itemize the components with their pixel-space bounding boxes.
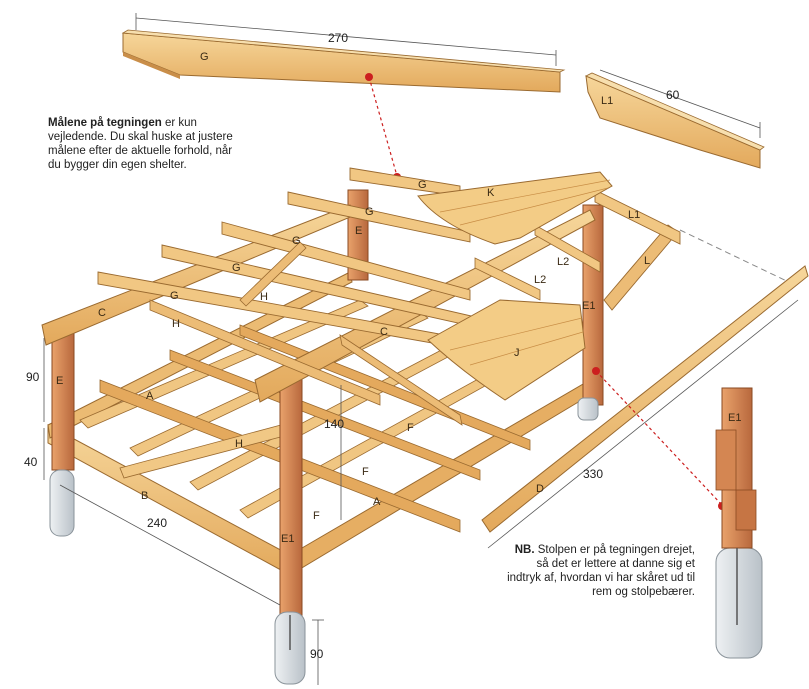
note-post-text: Stolpen er på tegningen drejet, så det e… [507,544,695,598]
beam-g-loose: G [121,29,566,93]
note-measurements-text: er kun vejledende. Du skal huske at just… [48,117,233,171]
dim-40: 40 [24,428,45,480]
part-label-k: K [487,187,495,199]
dim-240: 240 [59,484,281,606]
post-detail-e1: E1 [715,387,763,659]
roof-panel-k: K [417,171,613,245]
dim-label-240: 240 [147,516,167,530]
part-label-c-left: C [98,307,106,319]
part-label-e1-detail: E1 [728,412,741,424]
note-measurements: Målene på tegningen er kun vejledende. D… [48,116,233,172]
dim-label-270: 270 [328,31,348,45]
dim-140: 140 [324,385,344,520]
dashed-guide-d [679,229,796,286]
footing-left [49,469,75,537]
part-label-l2-2: L2 [534,274,546,286]
dim-label-90-bottom: 90 [310,647,324,661]
note-measurements-bold: Målene på tegningen [48,117,162,129]
note-post: NB. Stolpen er på tegningen drejet, så d… [505,543,695,599]
part-label-g-4: G [365,206,374,218]
part-label-c-front: C [380,326,388,338]
dim-60: 60 [599,69,761,138]
part-label-g-loose: G [200,51,209,63]
part-label-f-3: F [313,510,320,522]
marker-g [365,73,401,181]
part-label-g-5: G [418,179,427,191]
part-label-b: B [141,490,148,502]
part-label-g-1: G [170,290,179,302]
dim-label-60: 60 [666,88,680,102]
dim-label-40: 40 [24,455,38,469]
note-post-bold: NB. [514,544,535,556]
part-label-l: L [644,255,650,267]
part-label-f-1: F [407,422,414,434]
part-label-h-1: H [172,318,180,330]
part-label-d: D [536,483,544,495]
dim-label-90-left: 90 [26,370,40,384]
dim-270: 270 [135,13,557,66]
part-label-l1: L1 [628,209,640,221]
dim-330: 330 [487,299,799,549]
dim-label-140: 140 [324,417,344,431]
post-right: E1 [582,204,604,406]
roof-frame: C C G G G G G H H L L1 L2 L2 [41,167,681,426]
footing-right [577,397,599,421]
part-label-l2-1: L2 [557,256,569,268]
part-label-e-back: E [355,225,362,237]
part-label-f-2: F [362,466,369,478]
part-label-l1-loose: L1 [601,95,613,107]
post-left: E [51,324,75,471]
part-label-h-bottom: H [235,438,243,450]
dim-label-330: 330 [583,467,603,481]
beam-l1-loose: L1 [585,72,765,169]
footing-front [274,611,306,685]
part-label-j: J [514,347,520,359]
beam-d-loose: D [481,265,809,533]
roof-panel-j: J [427,299,586,401]
post-front: E1 [279,369,303,621]
part-label-h-2: H [260,291,268,303]
part-label-e1-front: E1 [281,533,294,545]
dim-90-left: 90 [26,338,45,422]
part-label-e-left: E [56,375,63,387]
part-label-a-1: A [146,390,154,402]
part-label-g-3: G [292,235,301,247]
part-label-a-2: A [373,496,381,508]
part-label-e1-right: E1 [582,300,595,312]
part-label-g-2: G [232,262,241,274]
dim-90-bottom: 90 [310,619,324,685]
